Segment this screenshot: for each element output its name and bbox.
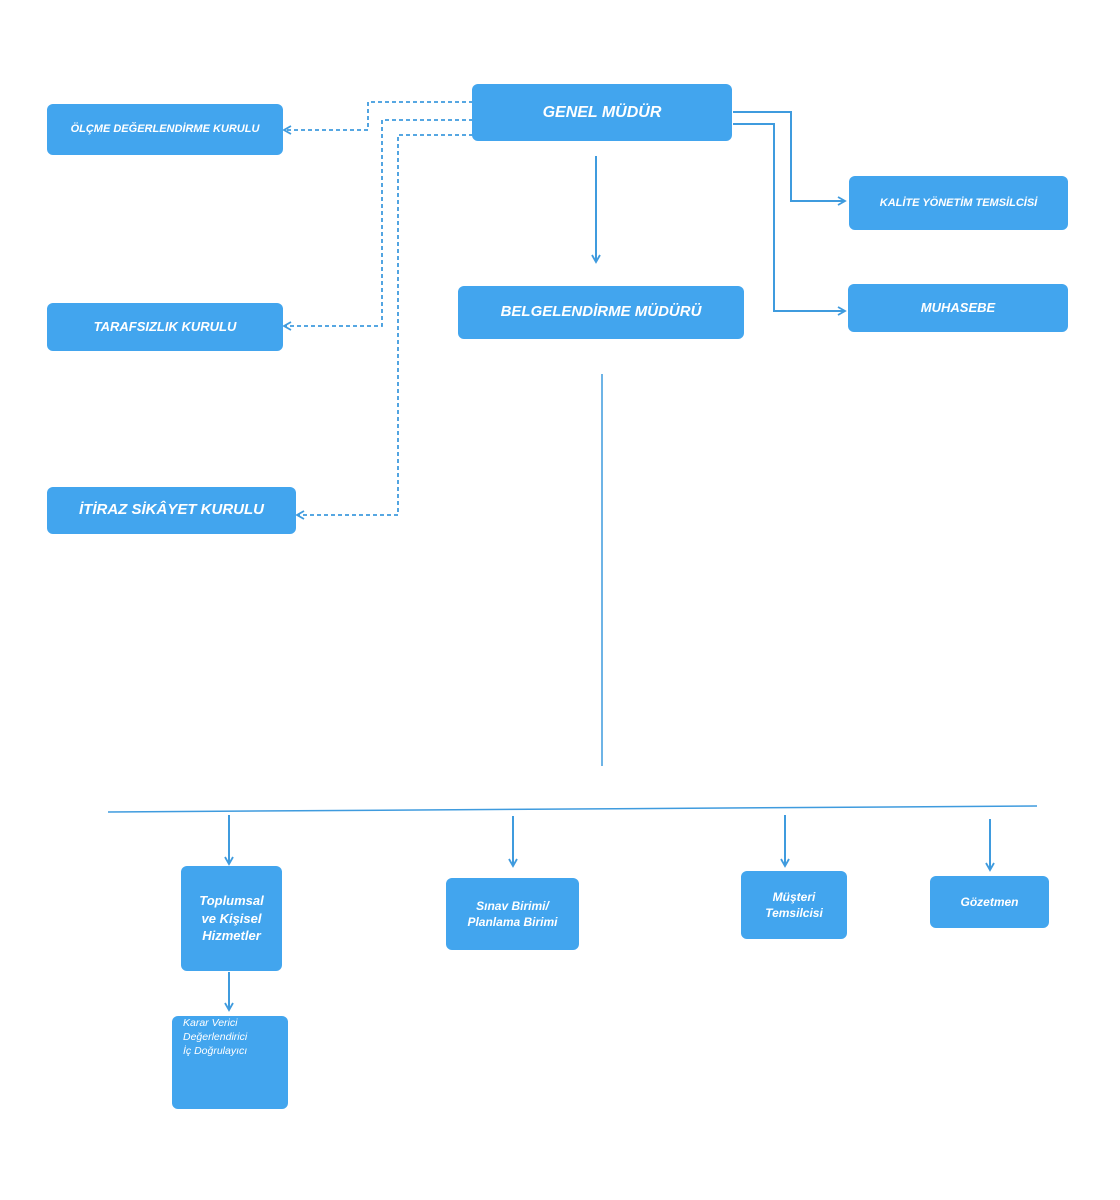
node-musteri-line-1: Müşteri	[772, 889, 816, 904]
node-sinav-line-1: Sınav Birimi/	[476, 898, 549, 913]
node-itiraz-label: İTİRAZ SİKÂYET KURULU	[79, 501, 264, 519]
node-toplumsal-hizmetler: Toplumsal ve Kişisel Hizmetler	[181, 866, 282, 971]
node-tarafsizlik-label: TARAFSIZLIK KURULU	[93, 319, 237, 335]
connector-kalite	[733, 111, 847, 206]
node-itiraz-sikayet-kurulu: İTİRAZ SİKÂYET KURULU	[47, 487, 296, 534]
node-sinav-line-2: Planlama Birimi	[467, 915, 558, 929]
node-toplumsal-line-2: ve Kişisel	[201, 910, 262, 926]
distribution-line	[107, 805, 1038, 813]
node-musteri-temsilcisi: Müşteri Temsilcisi	[741, 871, 847, 939]
node-karar-verici: Karar Verici Değerlendirici İç Doğrulayı…	[172, 1016, 288, 1109]
node-genel-mudur: GENEL MÜDÜR	[472, 84, 732, 141]
node-gozetmen-label: Gözetmen	[960, 894, 1019, 909]
node-sinav-planlama-birimi: Sınav Birimi/ Planlama Birimi	[446, 878, 579, 950]
node-toplumsal-line-3: Hizmetler	[202, 928, 261, 944]
node-muhasebe-label: MUHASEBE	[920, 300, 996, 316]
node-genel-mudur-label: GENEL MÜDÜR	[542, 103, 662, 121]
node-karar-line-3: İç Doğrulayıcı	[183, 1045, 248, 1058]
dashed-connector-olcme	[282, 101, 473, 135]
node-olcme-degerlendirme-kurulu: ÖLÇME DEĞERLENDİRME KURULU	[47, 104, 283, 155]
node-tarafsizlik-kurulu: TARAFSIZLIK KURULU	[47, 303, 283, 351]
node-belgelendirme-muduru: BELGELENDİRME MÜDÜRÜ	[458, 286, 744, 339]
node-karar-line-2: Değerlendirici	[183, 1031, 248, 1044]
dashed-connector-itiraz	[295, 134, 473, 520]
node-kalite-yonetim-temsilcisi: KALİTE YÖNETİM TEMSİLCİSİ	[849, 176, 1068, 230]
connector-muhasebe	[733, 123, 847, 316]
node-olcme-label: ÖLÇME DEĞERLENDİRME KURULU	[70, 123, 260, 136]
node-toplumsal-line-1: Toplumsal	[199, 893, 264, 909]
node-muhasebe: MUHASEBE	[848, 284, 1068, 332]
node-belgelendirme-label: BELGELENDİRME MÜDÜRÜ	[500, 303, 702, 321]
dashed-connector-tarafsizlik	[282, 119, 473, 331]
node-karar-line-1: Karar Verici	[183, 1017, 238, 1029]
node-musteri-line-2: Temsilcisi	[765, 906, 823, 920]
node-kalite-label: KALİTE YÖNETİM TEMSİLCİSİ	[879, 196, 1038, 209]
node-gozetmen: Gözetmen	[930, 876, 1049, 928]
